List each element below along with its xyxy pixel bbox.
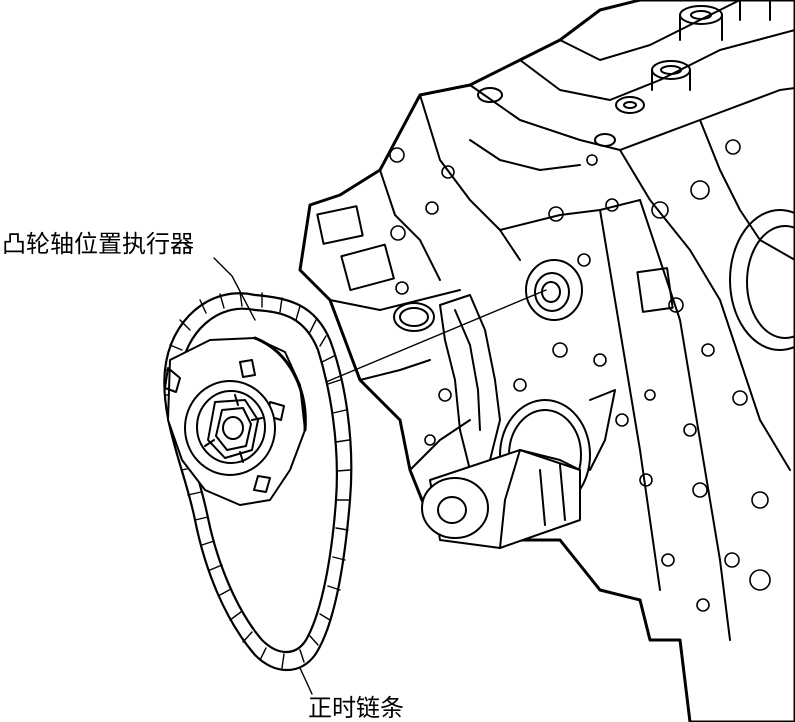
engine-block — [298, 0, 795, 722]
leader-chain — [299, 667, 313, 695]
solenoid — [421, 449, 581, 549]
camshaft-actuator — [164, 336, 307, 506]
timing-chain-label: 正时链条 — [308, 694, 404, 722]
camshaft-actuator-label: 凸轮轴位置执行器 — [2, 230, 194, 258]
leader-actuator — [213, 257, 256, 321]
leader-lines — [213, 257, 547, 695]
leader-bore — [325, 289, 547, 383]
